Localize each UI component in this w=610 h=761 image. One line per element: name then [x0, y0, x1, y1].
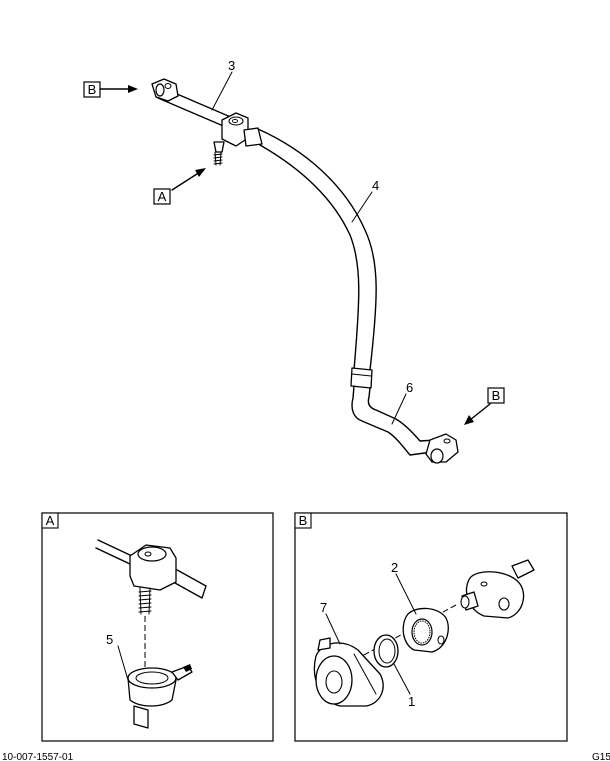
- detail-a-label: A: [46, 513, 55, 528]
- leader-2: [395, 573, 417, 615]
- detail-a-panel: A 5: [41, 512, 274, 742]
- part-2-gasket: [402, 607, 449, 653]
- leader-5: [117, 645, 129, 681]
- callout-4: 4: [372, 178, 379, 193]
- callout-b-right-label: B: [492, 388, 501, 403]
- leader-6: [391, 393, 407, 425]
- leader-1: [393, 663, 411, 695]
- callout-7: 7: [320, 600, 327, 615]
- callout-a-mid-label: A: [158, 189, 167, 204]
- detail-b-label: B: [299, 513, 308, 528]
- part-4-flexible-hose: [257, 128, 377, 389]
- callout-3: 3: [228, 58, 235, 73]
- leader-4: [351, 191, 373, 223]
- part-7-cap: [313, 637, 384, 707]
- detail-b-panel: B 2 1: [294, 512, 568, 742]
- part-5-clip: [127, 664, 193, 729]
- callout-6: 6: [406, 380, 413, 395]
- callout-a-mid: A: [153, 168, 206, 205]
- callout-b-right: B: [464, 387, 505, 425]
- part-3-rigid-tube: [151, 78, 263, 166]
- part-1-oring: [373, 634, 399, 668]
- leader-7: [325, 613, 341, 645]
- callout-2: 2: [391, 560, 398, 575]
- page-code: G15: [592, 752, 610, 761]
- figure-code: 10-007-1557-01: [2, 752, 74, 761]
- callout-1: 1: [408, 694, 415, 709]
- callout-b-top: B: [83, 81, 138, 98]
- callout-b-top-label: B: [88, 82, 97, 97]
- main-assembly: B: [83, 58, 505, 464]
- leader-3: [211, 71, 233, 111]
- callout-5: 5: [106, 632, 113, 647]
- flange-fitting: [460, 559, 535, 619]
- part-6-lower-tube: [351, 385, 459, 464]
